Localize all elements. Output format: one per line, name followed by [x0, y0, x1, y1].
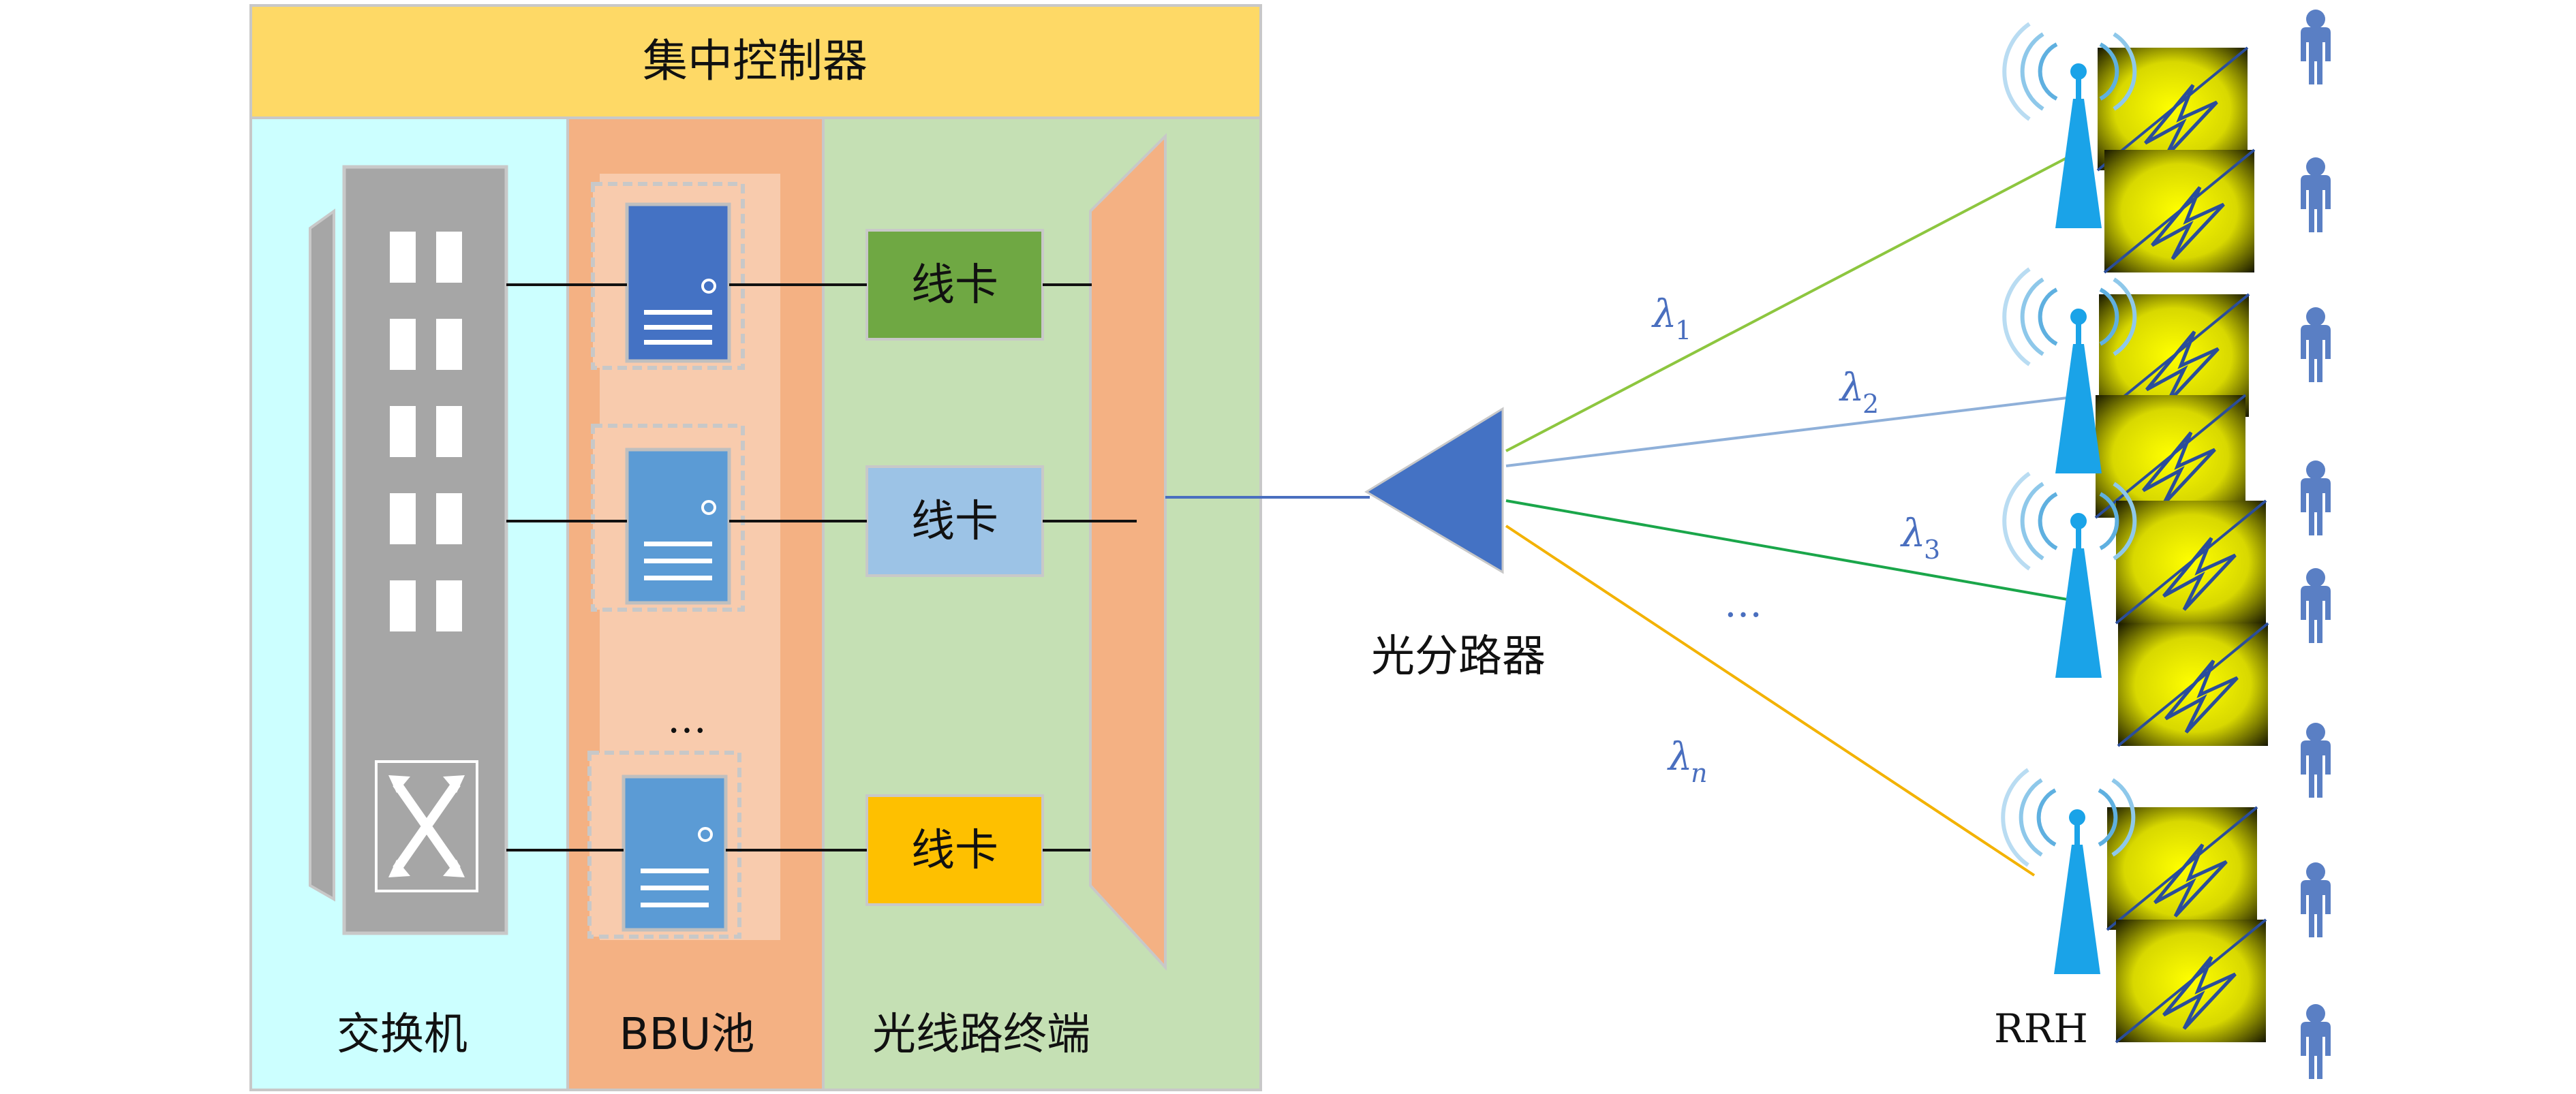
user-icon-8: [2301, 1004, 2331, 1079]
lambda-2-symbol: λ: [1839, 366, 1865, 410]
rrh-label: RRH: [1994, 1005, 2088, 1052]
line-card-1-label: 线卡: [911, 260, 998, 311]
olt-label: 光线路终端: [872, 1010, 1090, 1060]
controller-title: 集中控制器: [643, 35, 868, 87]
user-icon-5: [2301, 568, 2331, 643]
olt-multiplexer-icon: [1089, 133, 1167, 971]
user-icon-7: [2301, 862, 2331, 937]
bbu-server-2-icon: [593, 426, 743, 610]
wavelength-link-n: [1505, 525, 2036, 877]
lambda-n-symbol: λ: [1667, 735, 1693, 779]
user-icon-3: [2301, 307, 2331, 382]
user-icon-2: [2301, 157, 2331, 232]
lambda-2-label: λ 2: [1839, 366, 1879, 419]
wavelength-link-3: [1505, 499, 2076, 602]
switch-label: 交换机: [337, 1010, 467, 1060]
wavelength-link-1: [1505, 154, 2072, 452]
lambda-1-subscript: 1: [1675, 315, 1691, 345]
lambda-3-subscript: 3: [1924, 535, 1940, 565]
rf-coverage-nb: [2116, 920, 2266, 1042]
lambda-n-label: λ n: [1667, 735, 1707, 788]
line-card-2-label: 线卡: [911, 497, 998, 547]
internal-links: [506, 283, 1137, 851]
lambda-n-subscript: n: [1691, 758, 1707, 788]
bbu-pool-label: BBU池: [619, 1010, 755, 1060]
wavelength-link-2: [1505, 395, 2079, 467]
switch-icon: [309, 165, 508, 935]
line-card-3-label: 线卡: [911, 826, 998, 876]
lambda-2-subscript: 2: [1862, 389, 1879, 419]
rf-coverage-2b: [2096, 395, 2245, 518]
user-icon-6: [2301, 723, 2331, 798]
lambda-1-label: λ 1: [1651, 292, 1691, 345]
rf-coverage-3a: [2116, 501, 2266, 623]
line-card-1: [865, 229, 1044, 341]
line-card-2: [865, 465, 1044, 577]
lambda-3-label: λ 3: [1900, 512, 1940, 565]
user-icon-1: [2301, 10, 2331, 84]
lambda-3-symbol: λ: [1900, 512, 1926, 556]
optical-splitter-icon: [1364, 407, 1504, 574]
rf-coverage-1b: [2104, 150, 2254, 272]
bbu-server-1-icon: [591, 182, 745, 370]
user-icon-4: [2301, 460, 2331, 535]
links-ellipsis: …: [1724, 582, 1762, 626]
controller-bar: [249, 4, 1262, 119]
rf-coverage-na: [2107, 807, 2257, 930]
lambda-1-symbol: λ: [1651, 292, 1677, 337]
bbu-ellipsis: …: [667, 696, 707, 742]
rf-coverage-3b: [2118, 623, 2268, 746]
bbu-server-n-icon: [589, 753, 739, 937]
optical-splitter-label: 光分路器: [1371, 631, 1546, 682]
